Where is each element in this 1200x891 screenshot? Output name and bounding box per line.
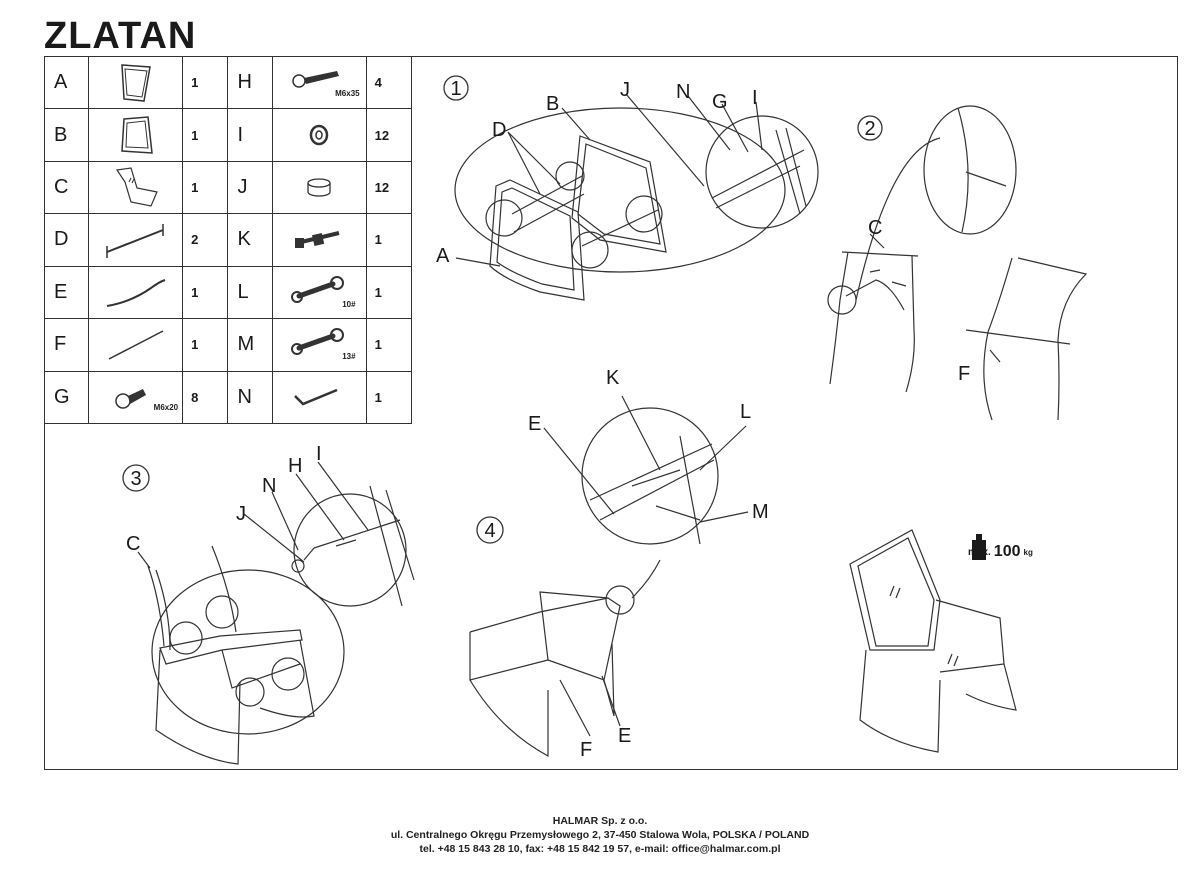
part-letter: K [227, 213, 273, 267]
weight-icon [972, 534, 986, 560]
part-qty: 1 [182, 160, 229, 215]
part-qty: 1 [182, 265, 229, 320]
spacer-ring-icon [271, 160, 367, 215]
step-number: 2 [864, 118, 875, 140]
curved-rod-icon [88, 265, 184, 320]
step-number: 1 [450, 78, 461, 100]
company-contact: tel. +48 15 843 28 10, fax: +48 15 842 1… [419, 843, 781, 855]
part-qty: 12 [365, 160, 413, 215]
callout-label: F [580, 739, 592, 761]
wrench-icon: 13# [271, 318, 367, 372]
allen-key-icon [271, 370, 367, 425]
part-letter: N [227, 370, 273, 425]
final-chair-drawing [849, 529, 1017, 753]
callout-label: N [676, 81, 690, 103]
table-row: A 1 H M6x35 4 [43, 55, 413, 110]
part-letter: G [43, 370, 90, 425]
callout-label: I [316, 443, 322, 465]
part-qty: 1 [365, 370, 413, 425]
callout-label: E [618, 725, 631, 747]
callout-label: J [236, 503, 246, 525]
part-letter: F [43, 318, 90, 372]
part-qty: 1 [365, 213, 413, 267]
callout-label: I [752, 87, 758, 109]
step-1-drawing [443, 75, 819, 301]
step-2-drawing [827, 105, 1088, 421]
part-qty: 4 [365, 55, 413, 110]
part-letter: H [227, 55, 273, 110]
part-spec: M6x20 [153, 402, 179, 412]
parts-table: A 1 H M6x35 4 B 1 I 12 C 1 J 12 [43, 55, 413, 425]
company-address: ul. Centralnego Okręgu Przemysłowego 2, … [390, 829, 810, 841]
part-spec: 13# [342, 352, 356, 362]
part-qty: 12 [365, 108, 413, 162]
max-load-badge: max. 100 kg [968, 538, 1033, 566]
max-load-value: 100 [993, 543, 1021, 560]
part-spec: M6x35 [335, 89, 360, 99]
callout-label: K [606, 367, 620, 389]
part-letter: J [227, 160, 273, 215]
wrench-icon: 10# [271, 265, 367, 320]
part-qty: 8 [182, 370, 229, 425]
table-row: G M6x20 8 N 1 [43, 370, 413, 425]
callout-label: F [958, 363, 970, 385]
step-number: 3 [130, 468, 141, 490]
part-letter: I [227, 108, 273, 162]
part-letter: B [43, 108, 90, 162]
part-letter: L [227, 265, 273, 320]
step-4-drawing [469, 395, 749, 758]
callout-label: E [528, 413, 541, 435]
table-row: E 1 L 10# 1 [43, 265, 413, 320]
callout-label: C [868, 217, 882, 239]
callout-label: D [492, 119, 506, 141]
step-number: 4 [484, 520, 495, 542]
callout-label: B [546, 93, 559, 115]
part-qty: 1 [182, 318, 229, 372]
callout-label: C [126, 533, 140, 555]
table-row: F 1 M 13# 1 [43, 318, 413, 372]
part-qty: 1 [365, 318, 413, 372]
max-load-prefix: max. [968, 546, 991, 558]
company-footer: HALMAR Sp. z o.o. ul. Centralnego Okręgu… [0, 814, 1200, 856]
callout-label: N [262, 475, 276, 497]
callout-label: L [740, 401, 751, 423]
product-title: ZLATAN [44, 15, 197, 57]
sling-seat-icon [88, 160, 184, 215]
max-load-unit: kg [1023, 547, 1033, 557]
callout-label: J [620, 79, 630, 101]
callout-label: A [436, 245, 450, 267]
callout-label: G [712, 91, 728, 113]
company-name: HALMAR Sp. z o.o. [552, 815, 648, 827]
part-spec: 10# [342, 299, 356, 309]
callout-label: M [752, 501, 769, 523]
table-row: B 1 I 12 [43, 108, 413, 162]
callout-label: H [288, 455, 302, 477]
part-letter: D [43, 213, 90, 267]
bolt-icon: M6x35 [271, 55, 367, 110]
step-3-drawing [122, 461, 415, 765]
